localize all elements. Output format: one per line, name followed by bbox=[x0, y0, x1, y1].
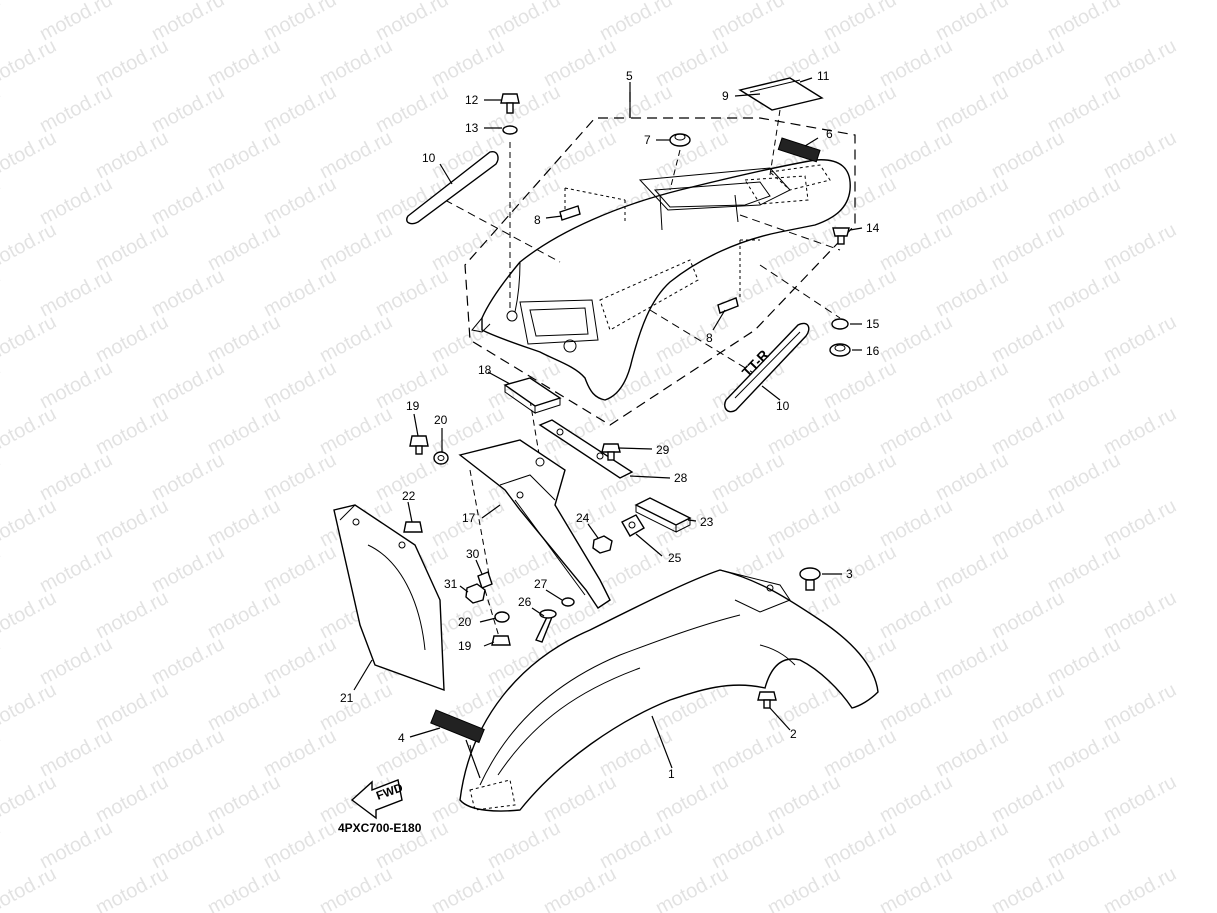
callout-28: 28 bbox=[674, 471, 688, 485]
part-pad-18 bbox=[503, 377, 562, 414]
callout-13: 13 bbox=[465, 121, 479, 135]
fwd-arrow: FWD bbox=[350, 779, 405, 820]
callout-17: 17 bbox=[462, 511, 476, 525]
part-nut-24 bbox=[592, 535, 613, 554]
part-washer-20a bbox=[433, 451, 449, 465]
callout-15: 15 bbox=[866, 317, 880, 331]
callout-22: 22 bbox=[402, 489, 416, 503]
part-bracket-28 bbox=[538, 419, 634, 479]
callout-8a: 8 bbox=[534, 213, 541, 227]
callout-1: 1 bbox=[668, 767, 675, 781]
part-bracket-17 bbox=[458, 439, 611, 609]
callout-6: 6 bbox=[826, 127, 833, 141]
part-collar-16 bbox=[829, 343, 851, 357]
part-bolt-19a bbox=[409, 435, 429, 455]
part-reflector-23 bbox=[634, 497, 692, 533]
part-bolt-22 bbox=[403, 521, 423, 533]
callout-29: 29 bbox=[656, 443, 670, 457]
part-mudflap-21 bbox=[333, 504, 445, 692]
callout-25: 25 bbox=[668, 551, 682, 565]
callout-5: 5 bbox=[626, 69, 633, 83]
callout-4: 4 bbox=[398, 731, 405, 745]
callout-19a: 19 bbox=[406, 399, 420, 413]
part-tab-8a bbox=[559, 205, 581, 221]
callout-10a: 10 bbox=[422, 151, 436, 165]
callout-9: 9 bbox=[722, 89, 729, 103]
part-collar-15 bbox=[831, 318, 849, 330]
part-washer-13 bbox=[502, 125, 518, 135]
part-bolt-29 bbox=[601, 443, 621, 461]
callout-30: 30 bbox=[466, 547, 480, 561]
part-plate-9-11 bbox=[738, 77, 824, 111]
callout-27: 27 bbox=[534, 577, 548, 591]
callout-8b: 8 bbox=[706, 331, 713, 345]
part-tab-8b bbox=[717, 297, 739, 314]
part-nut-31 bbox=[465, 583, 486, 604]
decal-left-strip bbox=[406, 150, 499, 225]
part-screw-14 bbox=[832, 227, 850, 245]
callout-labels: 5 9 11 7 6 8 8 10 10 12 13 14 15 16 17 1… bbox=[340, 69, 880, 781]
part-front-fender-1 bbox=[459, 569, 879, 812]
callout-11: 11 bbox=[817, 69, 830, 83]
part-bolt-19b bbox=[491, 635, 511, 646]
rear-cowl bbox=[471, 159, 851, 401]
callout-10b: 10 bbox=[776, 399, 790, 413]
callout-12: 12 bbox=[465, 93, 479, 107]
assembly-outline bbox=[464, 92, 856, 426]
leader-lines bbox=[353, 77, 863, 779]
callout-31: 31 bbox=[444, 577, 458, 591]
callout-20a: 20 bbox=[434, 413, 448, 427]
part-emblem-6 bbox=[777, 137, 821, 163]
callout-23: 23 bbox=[700, 515, 714, 529]
part-clip-27 bbox=[561, 597, 575, 607]
part-emblem-4 bbox=[430, 709, 485, 744]
callout-3: 3 bbox=[846, 567, 853, 581]
diagram-code: 4PXC700-E180 bbox=[338, 821, 422, 835]
decal-right-graphic: TT-R bbox=[724, 322, 810, 413]
part-collar-30 bbox=[477, 571, 493, 589]
callout-2: 2 bbox=[790, 727, 797, 741]
callout-21: 21 bbox=[340, 691, 354, 705]
callout-20b: 20 bbox=[458, 615, 472, 629]
callout-16: 16 bbox=[866, 344, 880, 358]
part-plate-25 bbox=[621, 514, 645, 537]
part-bolt-12 bbox=[500, 93, 520, 114]
callout-18: 18 bbox=[478, 363, 492, 377]
part-pin-26 bbox=[535, 609, 557, 643]
part-bolt-2 bbox=[757, 691, 777, 709]
callout-14: 14 bbox=[866, 221, 880, 235]
part-grommet-7 bbox=[669, 133, 691, 147]
callout-19b: 19 bbox=[458, 639, 472, 653]
part-washer-20b bbox=[494, 611, 510, 623]
callout-7: 7 bbox=[644, 133, 651, 147]
part-grommet-3 bbox=[799, 567, 821, 591]
callout-24: 24 bbox=[576, 511, 590, 525]
callout-26: 26 bbox=[518, 595, 532, 609]
